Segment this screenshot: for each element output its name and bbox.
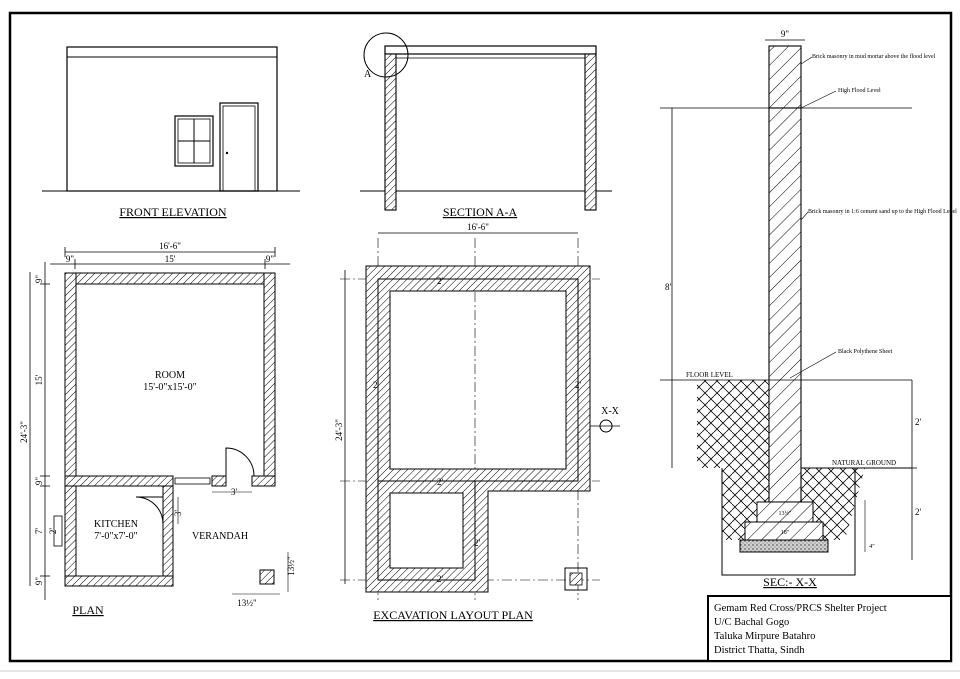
kitchen-label: KITCHEN — [94, 519, 138, 530]
wall-height-dim: 8' — [665, 282, 672, 292]
excavation-trench-inner-room — [377, 278, 579, 482]
pcc-thickness-dim: 4" — [869, 544, 875, 550]
plan-overall-depth: 24'-3" — [19, 421, 29, 443]
elevation-wall — [66, 46, 278, 192]
title-block-line-3: Taluka Mirpure Batahro — [714, 631, 815, 642]
trench-width-dim: 2' — [437, 574, 444, 584]
wall-section-xx-view: 9" 13½" 18" 8' 2' 2' 4" Brick masonry in… — [660, 29, 957, 589]
room-door-swing — [225, 447, 255, 477]
title-block-line-2: U/C Bachal Gogo — [714, 617, 789, 628]
title-block-line-4: District Thatta, Sindh — [714, 645, 805, 656]
leader-line — [789, 351, 837, 379]
section-aa-view: A SECTION A-A — [360, 32, 612, 219]
plan-wall-top-dim: 9" — [34, 275, 44, 284]
partition-window — [174, 477, 211, 485]
pcc-base — [739, 539, 829, 553]
plan-partition-right — [211, 475, 227, 487]
floor-level-label: FLOOR LEVEL — [686, 371, 733, 379]
detail-callout-circle — [363, 32, 409, 78]
wall-lower-cement — [768, 107, 802, 503]
section-xx-marker: X-X — [601, 406, 620, 417]
plan-verandah-column — [259, 569, 275, 585]
title-block-line-1: Gemam Red Cross/PRCS Shelter Project — [714, 603, 887, 614]
leader-line — [800, 56, 813, 65]
natural-ground-left — [722, 468, 769, 540]
section-right-wall — [584, 53, 597, 211]
trench-width-dim: 2' — [437, 276, 444, 286]
wall-top-width: 9" — [781, 29, 790, 39]
door-knob — [225, 151, 229, 155]
kitchen-window — [53, 515, 63, 547]
excavation-overall-width: 16'-6" — [467, 222, 489, 232]
room-label: ROOM — [155, 370, 185, 381]
front-elevation-title: FRONT ELEVATION — [119, 205, 227, 219]
note-high-flood-level: High Flood Level — [838, 88, 881, 94]
excavation-overall-depth: 24'-3" — [334, 419, 344, 441]
plan-wall-right-upper — [263, 272, 276, 486]
plan-wall-bottom — [64, 575, 174, 587]
plan-wall-left — [64, 272, 77, 587]
plan-title: PLAN — [72, 603, 104, 617]
footing-step-1-dim: 13½" — [779, 510, 793, 517]
plan-inner-width-dim: 15' — [165, 254, 176, 264]
excavation-title: EXCAVATION LAYOUT PLAN — [373, 608, 533, 622]
roof-slab — [384, 45, 597, 55]
plan-wall-bottom-dim: 9" — [34, 577, 44, 586]
plan-left-wall-dim: 9" — [66, 254, 75, 264]
plan-kitchen-depth-dim: 7' — [34, 528, 44, 535]
plan-overall-width: 16'-6" — [159, 241, 181, 251]
plan-room-depth-dim: 15' — [34, 374, 44, 385]
plan-partition-dim: 9" — [34, 477, 44, 486]
excavation-layout-view: 16'-6" 24'-3" 2' 2' 2' 2' 2' 2' X-X EXCA… — [334, 222, 620, 622]
floor-plan-view: 16'-6" 9" 15' 9" 24'-3" 9" 15' 9" 7' 9" … — [19, 241, 296, 617]
plan-column-depth: 13½" — [286, 556, 296, 576]
plinth-height-dim: 2' — [915, 417, 922, 427]
room-size: 15'-0"x15'-0" — [143, 382, 196, 393]
trench-width-dim: 2' — [437, 477, 444, 487]
sheet-border — [8, 11, 953, 663]
plan-kitchen-wall — [162, 485, 174, 587]
plan-partition-end — [251, 475, 276, 487]
wall-upper-mud — [768, 45, 802, 109]
title-block: Gemam Red Cross/PRCS Shelter Project U/C… — [707, 595, 952, 662]
note-mud-mortar: Brick masonry in mud mortar above the fl… — [812, 53, 936, 60]
footing-step-2-dim: 18" — [781, 530, 790, 536]
trench-width-dim: 2' — [373, 380, 380, 390]
leader-line — [800, 211, 809, 221]
plan-column-width: 13½" — [237, 598, 257, 608]
plan-wall-top — [64, 272, 276, 285]
section-xx-title: SEC:- X-X — [763, 575, 817, 589]
section-aa-title: SECTION A-A — [443, 205, 518, 219]
title-block-frame — [707, 595, 952, 662]
note-polythene-sheet: Black Polythene Sheet — [838, 349, 893, 355]
earth-fill-left — [697, 380, 769, 468]
plan-partition-left — [64, 475, 174, 487]
section-callout-label: A — [364, 69, 372, 80]
trench-outline — [721, 468, 856, 576]
trench-width-dim: 2' — [575, 380, 582, 390]
verandah-label: VERANDAH — [192, 531, 248, 542]
elevation-door — [219, 102, 259, 192]
natural-ground-right-strip — [801, 468, 861, 480]
excavation-trench-inner-kitchen — [377, 480, 476, 581]
natural-ground-label: NATURAL GROUND — [832, 459, 896, 467]
plan-window-dim: 2' — [48, 528, 58, 535]
kitchen-size: 7'-0"x7'-0" — [94, 531, 137, 542]
section-left-wall — [384, 53, 397, 211]
note-cement-masonry: Brick masonry in 1:6 cement sand up to t… — [808, 209, 957, 215]
kitchen-door-swing — [135, 496, 164, 525]
trench-width-dim: 2' — [474, 538, 481, 548]
plan-right-wall-dim: 9" — [266, 254, 275, 264]
front-elevation-view: FRONT ELEVATION — [42, 46, 300, 219]
leader-line — [800, 90, 837, 109]
column-footing — [564, 567, 588, 591]
plan-door-leaf: 3' — [173, 510, 183, 517]
foundation-depth-dim: 2' — [915, 507, 922, 517]
elevation-door-inner — [222, 105, 256, 192]
elevation-window — [174, 115, 214, 167]
column-footing-inner — [569, 572, 583, 586]
plan-door-offset: 3' — [231, 487, 238, 497]
